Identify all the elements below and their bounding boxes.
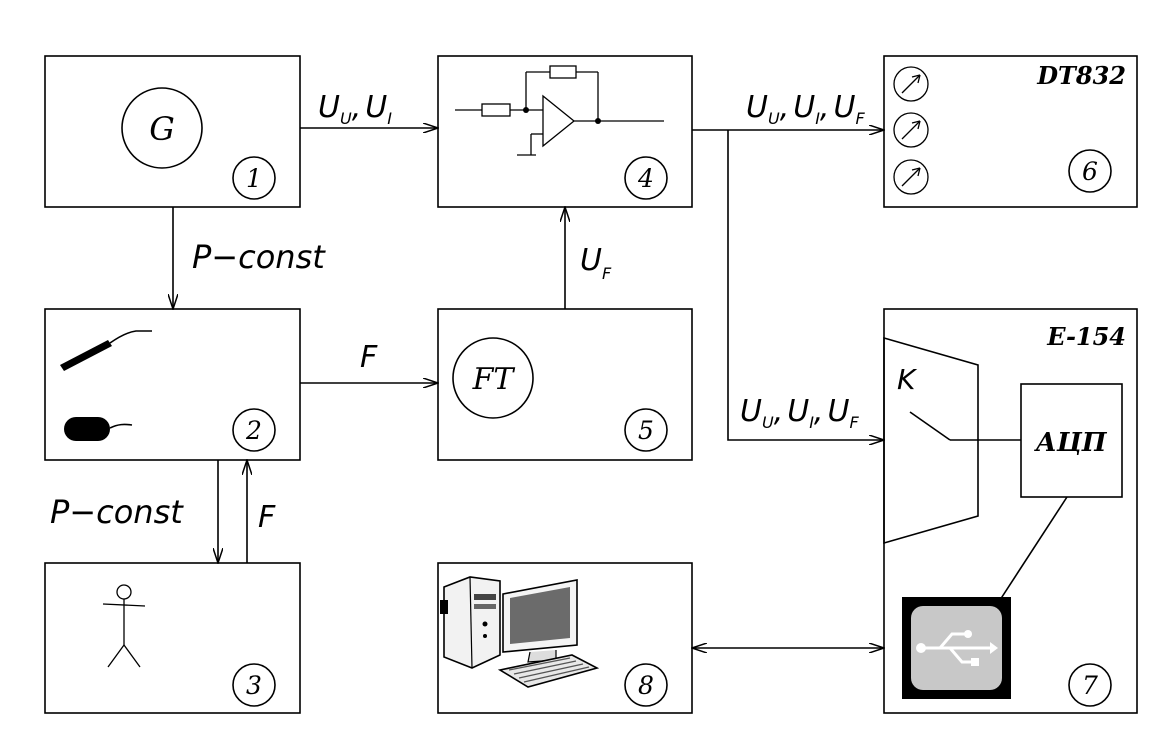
adc-to-usb-line — [999, 496, 1068, 601]
block-force-transducer: FT 5 — [437, 308, 693, 461]
generator-circle — [121, 87, 203, 169]
block-number: 5 — [638, 416, 654, 445]
signal-label-subject-to-sensors: F — [258, 500, 276, 535]
generator-symbol: G — [149, 110, 175, 148]
block-number: 8 — [638, 671, 654, 700]
meter-dial-icon — [893, 66, 929, 102]
meter-dial-icon — [893, 159, 929, 195]
adc-label: АЦП — [1034, 428, 1108, 458]
block-adc-module: E-154 K АЦП 7 — [883, 308, 1138, 714]
signal-label-amp-to-meter: UU,UI,UF — [746, 90, 865, 128]
block-number-circle — [624, 408, 668, 452]
force-transducer-symbol: FT — [472, 362, 516, 397]
block-number: 7 — [1082, 671, 1098, 700]
adc-box — [1020, 383, 1123, 498]
block-amplifier: 4 — [437, 55, 693, 208]
electrode-icon — [64, 417, 133, 441]
usb-icon — [902, 597, 1011, 699]
block-sensors: 2 — [44, 308, 301, 461]
block-number-circle — [232, 156, 276, 200]
block-number-circle — [1068, 663, 1112, 707]
block-number-circle — [232, 663, 276, 707]
block-subject-frame — [44, 562, 301, 714]
signal-label-sensors-to-ft: F — [360, 340, 378, 375]
block-number-circle — [232, 408, 276, 452]
block-subject: 3 — [44, 562, 301, 714]
adc-module-model: E-154 — [1046, 322, 1126, 351]
block-amplifier-frame — [437, 55, 693, 208]
signal-label-sensors-to-subject: P−const — [50, 493, 184, 531]
block-number: 4 — [637, 164, 654, 193]
switch-contact — [909, 411, 951, 441]
force-transducer-circle — [452, 337, 534, 419]
probe-icon — [60, 330, 152, 371]
block-generator-frame — [44, 55, 301, 208]
switch-label: K — [897, 363, 918, 396]
computer-icon — [440, 576, 600, 688]
block-multimeter: DT832 6 — [883, 55, 1138, 208]
block-multimeter-frame — [883, 55, 1138, 208]
block-number: 6 — [1082, 157, 1098, 186]
block-number-circle — [1068, 149, 1112, 193]
multiplexer-shape — [883, 336, 979, 545]
block-number: 1 — [246, 164, 262, 193]
block-number: 2 — [245, 416, 262, 445]
block-number: 3 — [246, 671, 262, 700]
opamp-schematic — [455, 65, 664, 156]
arrow-amp-to-adc — [727, 130, 884, 440]
block-force-transducer-frame — [437, 308, 693, 461]
meter-dial-icon — [893, 112, 929, 148]
person-icon — [102, 584, 146, 668]
block-number-circle — [624, 663, 668, 707]
multimeter-model: DT832 — [1036, 61, 1126, 90]
block-number-circle — [624, 156, 668, 200]
block-computer: 8 — [437, 562, 693, 714]
signal-label-amp-to-adc: UU,UI,UF — [740, 394, 859, 432]
block-generator: G 1 — [44, 55, 301, 208]
signal-label-gen-to-amp: UU,UI — [318, 90, 392, 128]
signal-label-gen-to-sensors: P−const — [192, 238, 326, 276]
signal-label-ft-to-amp: UF — [580, 243, 612, 283]
